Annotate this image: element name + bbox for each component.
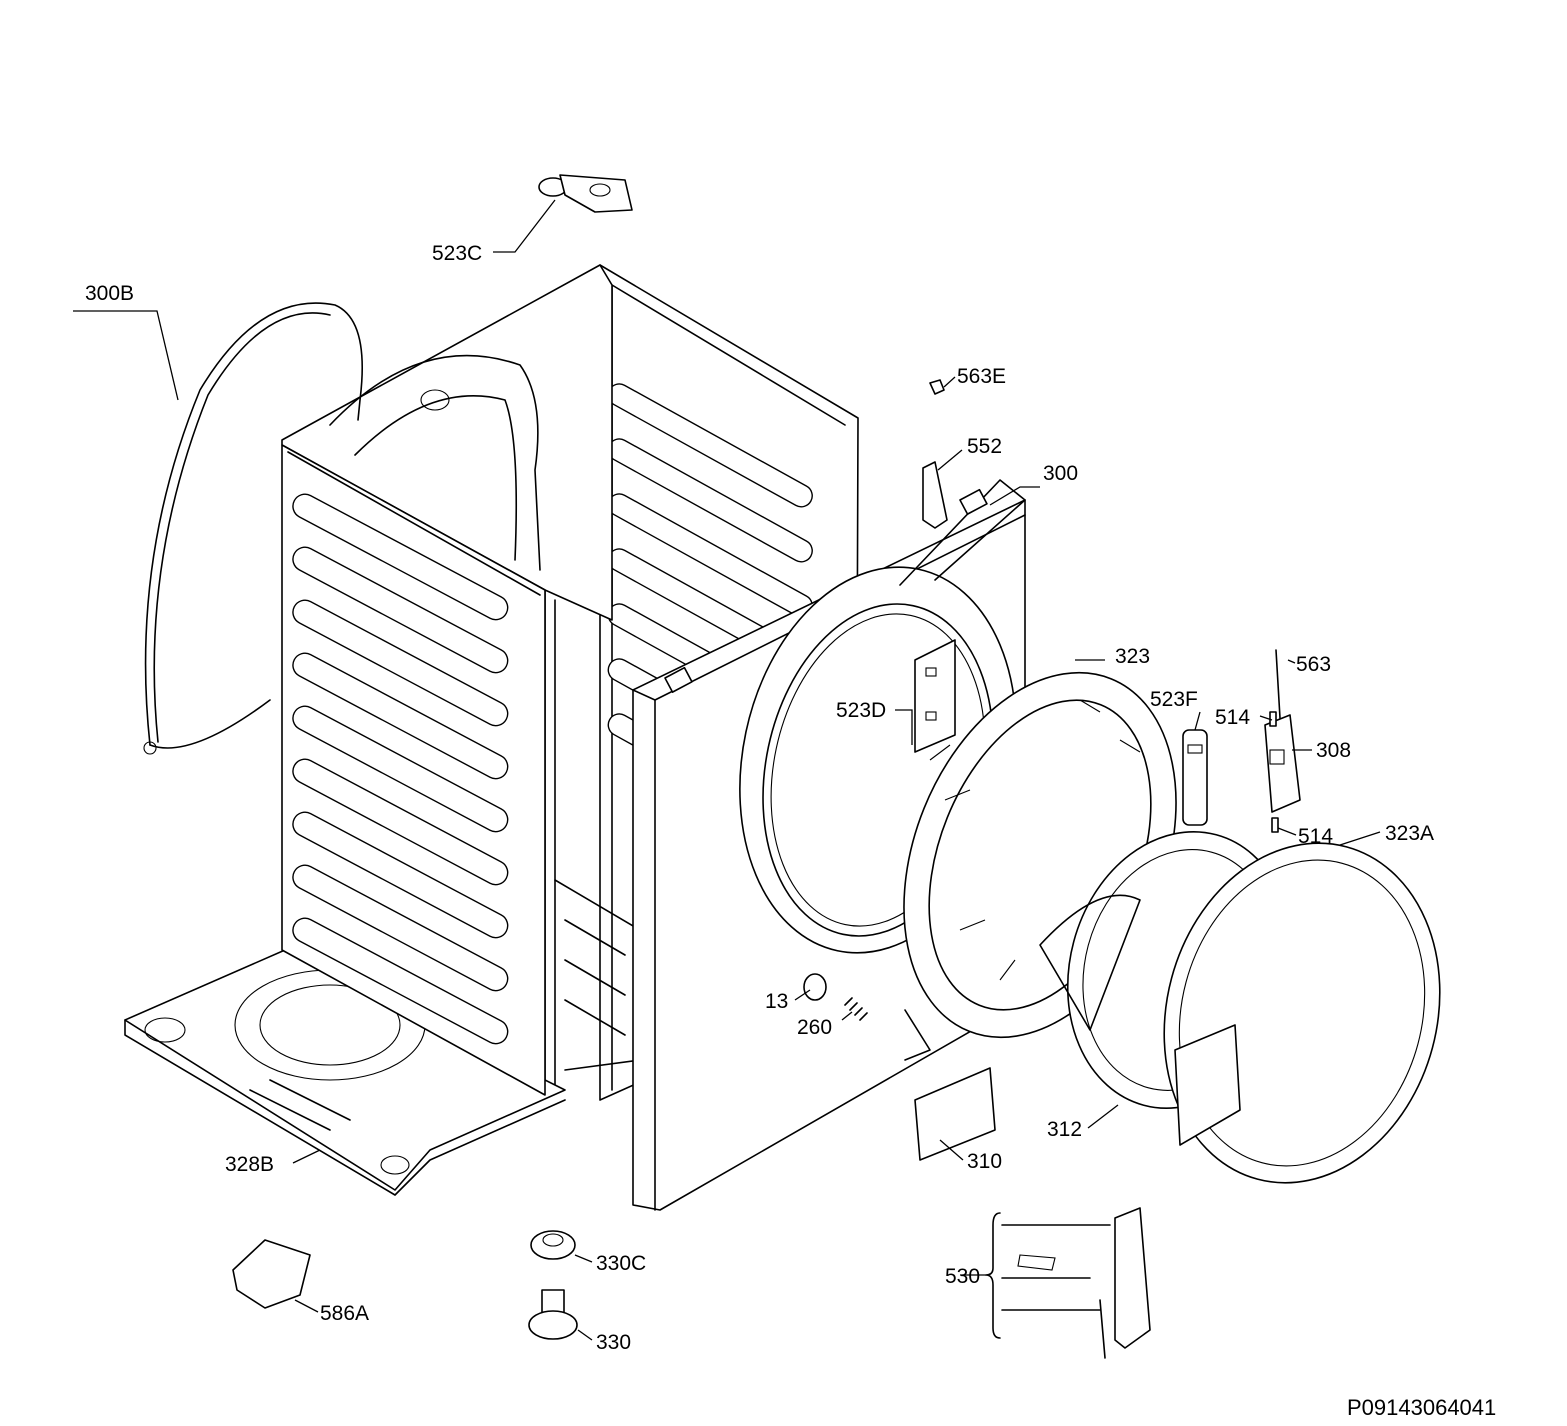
pipe-clip-523c (538, 174, 633, 213)
callout-586a: 586A (320, 1302, 369, 1325)
left-panel-ribs (292, 493, 509, 1045)
callout-330c: 330C (596, 1252, 646, 1275)
callout-514-lower: 514 (1298, 825, 1333, 848)
callout-310: 310 (967, 1150, 1002, 1173)
door-lock-308 (1264, 714, 1301, 813)
rear-gasket-300b (143, 302, 363, 755)
callout-563: 563 (1296, 653, 1331, 676)
handle-kit-530 (985, 1207, 1151, 1359)
diagram-reference-code: P09143064041 (1347, 1395, 1496, 1420)
callout-300b: 300B (85, 282, 134, 305)
rod-563 (1275, 649, 1281, 719)
callout-323a: 323A (1385, 822, 1434, 845)
callout-523d: 523D (836, 699, 886, 722)
callout-563e: 563E (957, 365, 1006, 388)
pin-514-lower (1271, 817, 1279, 833)
callout-530: 530 (945, 1265, 980, 1288)
cabinet-left-panel (281, 444, 546, 1096)
callout-523f: 523F (1150, 688, 1198, 711)
bracket-552 (922, 461, 948, 529)
callout-13: 13 (765, 990, 788, 1013)
callout-323: 323 (1115, 645, 1150, 668)
clip-563e (929, 379, 945, 395)
callout-328b: 328B (225, 1153, 274, 1176)
door-hinge-523f (1182, 729, 1208, 826)
clamp-586a (232, 1239, 311, 1309)
foot-330 (528, 1289, 578, 1340)
outer-door-323a (1163, 842, 1441, 1184)
callout-308: 308 (1316, 739, 1351, 762)
callout-552: 552 (967, 435, 1002, 458)
flap-310 (914, 1067, 996, 1161)
callout-260: 260 (797, 1016, 832, 1039)
callout-300: 300 (1043, 462, 1078, 485)
callout-523c: 523C (432, 242, 482, 265)
foot-330c (530, 1230, 576, 1260)
callout-312: 312 (1047, 1118, 1082, 1141)
leader-lines (73, 199, 1381, 1341)
callout-514-upper: 514 (1215, 706, 1250, 729)
hinge-plate-523d (914, 639, 956, 753)
callout-labels: 523C 300B 563E 552 300 323 563 523F 514 … (85, 242, 1434, 1354)
base-frame-328b (124, 879, 641, 1196)
callout-330: 330 (596, 1331, 631, 1354)
bush-13 (803, 973, 827, 1001)
spring-260 (844, 997, 868, 1021)
